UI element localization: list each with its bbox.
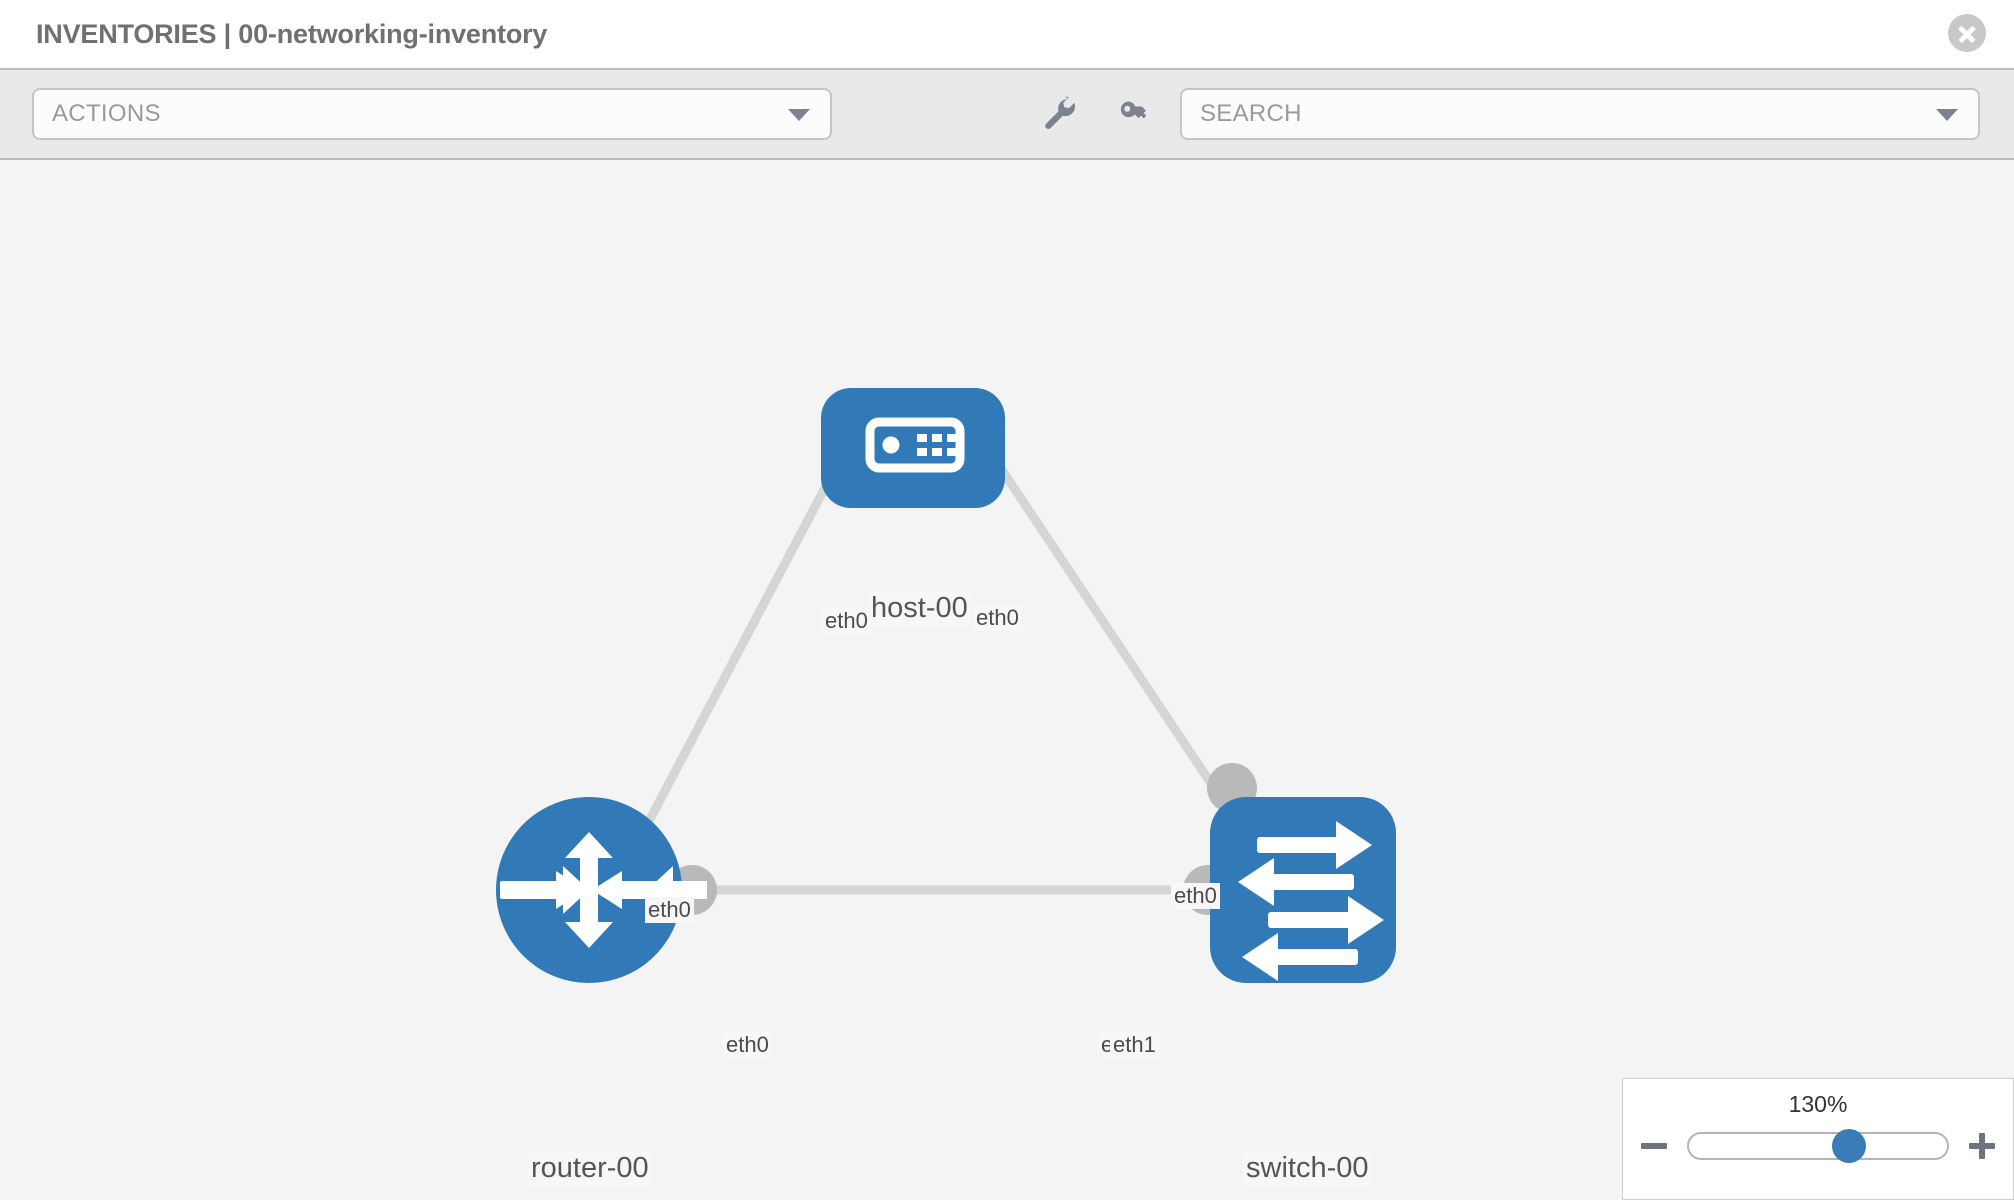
- node-switch-00[interactable]: [1210, 797, 1396, 983]
- zoom-slider-thumb[interactable]: [1831, 1129, 1866, 1163]
- zoom-control-panel: 130%: [1622, 1078, 2014, 1200]
- minus-icon[interactable]: [1639, 1131, 1669, 1161]
- zoom-control-row: [1623, 1129, 2013, 1163]
- actions-dropdown-label: ACTIONS: [52, 100, 161, 127]
- server-appliance-icon: [865, 417, 965, 473]
- zoom-slider[interactable]: [1687, 1129, 1949, 1163]
- port-label-router00-up: eth0: [645, 897, 694, 923]
- topology-canvas[interactable]: router-00 --> switch-00 --> switch-00 --…: [0, 160, 2014, 1200]
- router-arrows-icon-inner: [500, 871, 678, 909]
- port-label-router00-right: eth0: [723, 1032, 772, 1058]
- zoom-level-value: 130%: [1788, 1091, 1848, 1117]
- port-label-switch00-left-b: eth1: [1110, 1032, 1159, 1058]
- close-icon[interactable]: [1948, 14, 1986, 52]
- port-label-host00-right: eth0: [973, 605, 1022, 631]
- toolbar-icon-group: [1040, 94, 1154, 134]
- chevron-down-icon: [788, 109, 810, 121]
- page-header: INVENTORIES | 00-networking-inventory: [0, 0, 2014, 68]
- node-label-host-00: host-00: [868, 592, 971, 625]
- port-label-host00-left: eth0: [822, 608, 871, 634]
- page-title: INVENTORIES | 00-networking-inventory: [36, 18, 548, 49]
- actions-dropdown[interactable]: ACTIONS: [32, 88, 832, 140]
- key-icon[interactable]: [1114, 94, 1154, 134]
- node-router-00[interactable]: [496, 797, 707, 983]
- node-label-switch-00: switch-00: [1243, 1152, 1372, 1185]
- toolbar: ACTIONS SEARCH: [0, 68, 2014, 160]
- topology-graph: router-00 --> switch-00 --> switch-00 --…: [496, 388, 1396, 983]
- port-label-switch00-up: eth0: [1171, 883, 1220, 909]
- node-host-00[interactable]: [821, 388, 1005, 508]
- search-dropdown[interactable]: SEARCH: [1180, 88, 1980, 140]
- wrench-icon[interactable]: [1040, 94, 1080, 134]
- plus-icon[interactable]: [1967, 1131, 1997, 1161]
- search-input[interactable]: SEARCH: [1200, 100, 1302, 127]
- chevron-down-icon: [1936, 109, 1958, 121]
- node-label-router-00: router-00: [528, 1152, 652, 1185]
- switch-arrows-icon: [1238, 821, 1384, 981]
- edge-host00-switch00[interactable]: [958, 407, 1246, 833]
- node-host-00-body[interactable]: [821, 388, 1005, 508]
